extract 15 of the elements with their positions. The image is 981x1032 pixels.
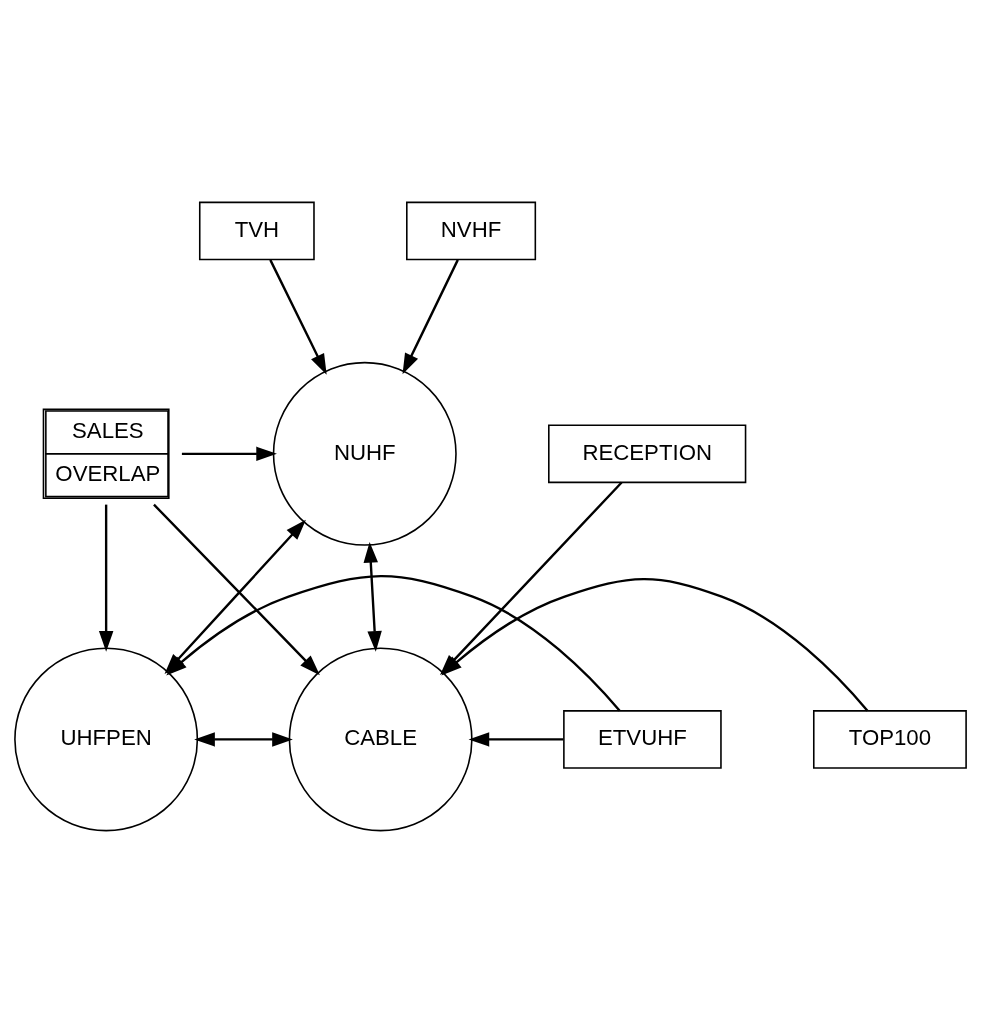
arrow [194, 731, 293, 747]
arrow [468, 731, 564, 747]
node-circle: NUHF [272, 361, 457, 546]
node-box: TOP100 [813, 709, 967, 769]
node-box: NVHF [406, 201, 537, 260]
node-circle: UHFPEN [14, 646, 199, 831]
node-box: ETVUHF [563, 709, 722, 769]
arrow [402, 258, 459, 374]
node-box: RECEPTION [548, 423, 747, 483]
arrow [98, 504, 114, 652]
arrow [363, 541, 382, 652]
node-box: TVH [198, 201, 315, 260]
arrow [181, 446, 277, 461]
arrow [269, 258, 327, 375]
node-circle: CABLE [288, 646, 473, 831]
